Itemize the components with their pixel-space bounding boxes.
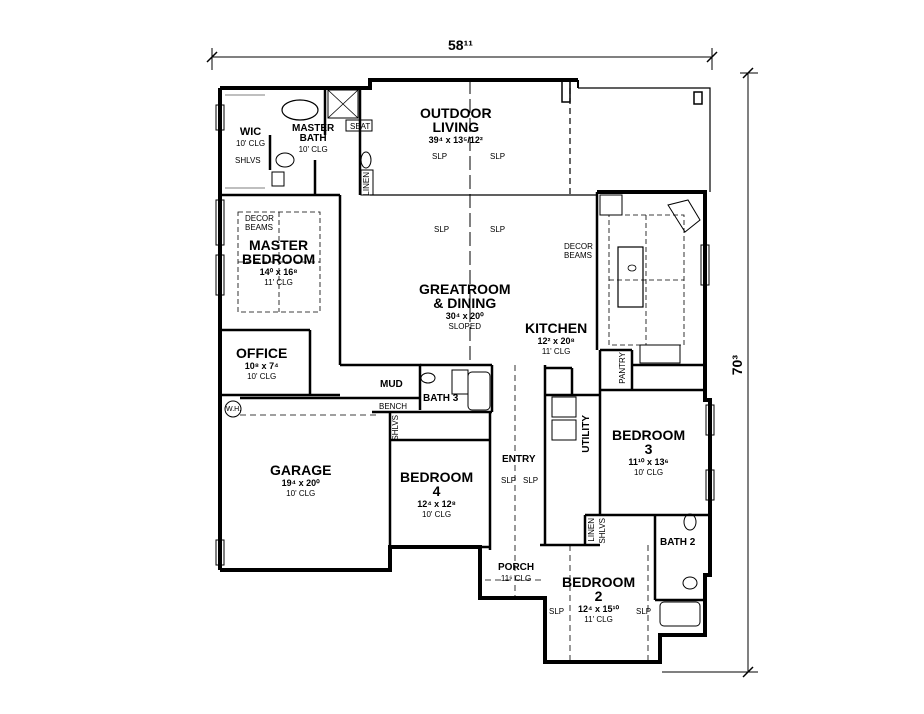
room-master-bath: MASTER BATH 10' CLG bbox=[292, 124, 334, 154]
room-name: KITCHEN bbox=[525, 320, 588, 336]
sliding-door-label: SLP bbox=[490, 152, 506, 161]
room-ceiling: 11' CLG bbox=[541, 347, 571, 356]
room-dimensions: 12⁴ x 15¹⁰ bbox=[578, 604, 620, 614]
bath3-label: BATH 3 bbox=[423, 393, 459, 404]
room-dimensions: 30⁴ x 20⁰ bbox=[445, 311, 484, 321]
decor-beams-label: BEAMS bbox=[564, 251, 593, 260]
utility-label: UTILITY bbox=[581, 415, 592, 453]
room-ceiling: 10' CLG bbox=[422, 510, 452, 519]
room-kitchen: KITCHEN 12² x 20⁸ 11' CLG bbox=[525, 321, 587, 356]
mud-label: MUD bbox=[380, 379, 403, 390]
room-ceiling: 11' CLG bbox=[264, 278, 293, 287]
room-name: PORCH bbox=[498, 562, 535, 573]
room-ceiling: SLOPED bbox=[448, 322, 481, 331]
bench-label: BENCH bbox=[379, 402, 408, 411]
room-ceiling: 10' CLG bbox=[634, 468, 664, 477]
sliding-door-label: SLP bbox=[490, 225, 506, 234]
sliding-door-label: SLP bbox=[523, 476, 539, 485]
room-bedroom-4: BEDROOM 4 12⁴ x 12⁸ 10' CLG bbox=[400, 470, 473, 519]
pantry-label: PANTRY bbox=[618, 352, 627, 384]
linen-label: LINEN bbox=[362, 172, 371, 196]
room-dimensions: 19⁴ x 20⁰ bbox=[281, 478, 320, 488]
overall-depth-dimension: 70³ bbox=[729, 355, 745, 376]
sliding-door-label: SLP bbox=[636, 607, 652, 616]
room-outdoor-living: OUTDOOR LIVING 39⁴ x 13⁵/12² bbox=[420, 106, 492, 145]
decor-beams-label: DECOR bbox=[564, 242, 593, 251]
room-wic: WIC 10' CLG bbox=[236, 127, 265, 148]
room-name: 3 bbox=[644, 441, 653, 457]
room-ceiling: 10' CLG bbox=[247, 372, 277, 381]
room-dimensions: 14⁰ x 16⁸ bbox=[259, 267, 298, 277]
room-name: GREATROOM bbox=[419, 281, 511, 297]
room-garage: GARAGE 19⁴ x 20⁰ 10' CLG bbox=[270, 463, 331, 498]
room-name: GARAGE bbox=[270, 462, 332, 478]
room-name: 2 bbox=[594, 588, 603, 604]
room-office: OFFICE 10⁸ x 7⁴ 10' CLG bbox=[236, 346, 287, 381]
room-bedroom-2: BEDROOM 2 12⁴ x 15¹⁰ 11' CLG bbox=[562, 575, 635, 624]
seat-label: SEAT bbox=[350, 122, 371, 131]
shelves-label: SHLVS bbox=[598, 518, 607, 544]
room-name: MASTER bbox=[292, 123, 335, 134]
shelves-label: SHLVS bbox=[235, 156, 261, 165]
room-dimensions: 12² x 20⁸ bbox=[537, 336, 575, 346]
room-name: MASTER bbox=[249, 237, 309, 253]
entry-label: ENTRY bbox=[502, 454, 536, 465]
sliding-door-label: SLP bbox=[501, 476, 517, 485]
room-porch: PORCH 11⁶ CLG bbox=[498, 563, 534, 583]
room-name: & DINING bbox=[433, 295, 497, 311]
linen-label: LINEN bbox=[587, 518, 596, 542]
room-ceiling: 10' CLG bbox=[236, 139, 266, 148]
room-name: 4 bbox=[432, 483, 441, 499]
decor-beams-label: BEAMS bbox=[245, 223, 274, 232]
room-name: BEDROOM bbox=[242, 251, 316, 267]
room-name: OFFICE bbox=[236, 345, 288, 361]
room-dimensions: 11⁶ CLG bbox=[500, 574, 532, 583]
room-name: BEDROOM bbox=[612, 427, 686, 443]
room-greatroom-dining: GREATROOM & DINING 30⁴ x 20⁰ SLOPED bbox=[419, 282, 511, 331]
room-master-bedroom: MASTER BEDROOM 14⁰ x 16⁸ 11' CLG bbox=[242, 238, 315, 287]
room-ceiling: 11' CLG bbox=[584, 615, 613, 624]
room-ceiling: 10' CLG bbox=[286, 489, 316, 498]
room-name: WIC bbox=[239, 126, 262, 138]
decor-beams-label: DECOR bbox=[245, 214, 274, 223]
room-bedroom-3: BEDROOM 3 11¹⁰ x 13⁶ 10' CLG bbox=[612, 428, 685, 477]
room-dimensions: 11¹⁰ x 13⁶ bbox=[628, 457, 669, 467]
water-heater-label: W.H. bbox=[226, 406, 242, 413]
sliding-door-label: SLP bbox=[434, 225, 450, 234]
shelves-label: SHLVS bbox=[391, 415, 400, 441]
room-dimensions: 12⁴ x 12⁸ bbox=[417, 499, 456, 509]
overall-width-dimension: 58¹¹ bbox=[448, 37, 473, 53]
sliding-door-label: SLP bbox=[549, 607, 565, 616]
bath2-label: BATH 2 bbox=[660, 537, 696, 548]
room-dimensions: 10⁸ x 7⁴ bbox=[244, 361, 279, 371]
room-name: BEDROOM bbox=[562, 574, 636, 590]
room-ceiling: 10' CLG bbox=[298, 145, 328, 154]
room-name: BATH bbox=[299, 133, 327, 144]
sliding-door-label: SLP bbox=[432, 152, 448, 161]
room-name: BEDROOM bbox=[400, 469, 474, 485]
room-name: LIVING bbox=[432, 119, 480, 135]
room-dimensions: 39⁴ x 13⁵/12² bbox=[428, 135, 483, 145]
room-name: OUTDOOR bbox=[420, 105, 492, 121]
